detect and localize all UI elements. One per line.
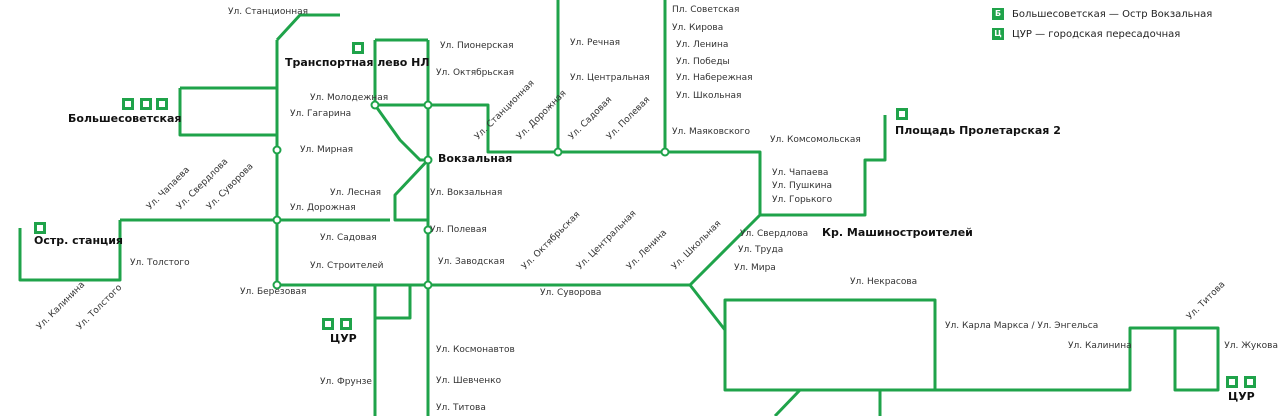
stop-label[interactable]: Ул. Шевченко — [436, 376, 502, 386]
line-badge-icon — [143, 101, 149, 107]
stop-label[interactable]: Ул. Победы — [676, 57, 730, 67]
line-badge-icon — [125, 101, 131, 107]
stop-label[interactable]: Ул. Гагарина — [290, 109, 351, 119]
line-badge-icon — [899, 111, 905, 117]
route-line — [375, 285, 412, 320]
transfer-node[interactable] — [272, 145, 282, 155]
stop-label[interactable]: Ул. Молодежная — [310, 93, 388, 103]
line-badge-icon: Б — [992, 8, 1004, 20]
line-badge-icon — [343, 321, 349, 327]
line-badge-icon — [37, 225, 43, 231]
station-label[interactable]: Транспортная лево НЛ — [285, 56, 429, 69]
stop-label[interactable]: Ул. Жукова — [1224, 341, 1278, 351]
station-label[interactable]: Большесоветская — [68, 112, 181, 125]
route-line — [393, 158, 430, 222]
transfer-node[interactable] — [272, 215, 282, 225]
stop-label[interactable]: Ул. Калинина — [1068, 341, 1132, 351]
stop-label[interactable]: Ул. Суворова — [540, 288, 601, 298]
stop-label[interactable]: Ул. Свердлова — [740, 229, 808, 239]
station-label[interactable]: Вокзальная — [438, 152, 512, 165]
line-badge-icon: Ц — [992, 28, 1004, 40]
stop-label[interactable]: Ул. Кирова — [672, 23, 723, 33]
line-badge-icon — [325, 321, 331, 327]
transfer-node[interactable] — [423, 225, 433, 235]
route-line — [773, 388, 802, 416]
station-label[interactable]: Остр. станция — [34, 234, 123, 247]
station-label[interactable]: ЦУР — [330, 332, 357, 345]
line-badge-icon — [159, 101, 165, 107]
stop-label[interactable]: Пл. Советская — [672, 5, 739, 15]
transfer-node[interactable] — [272, 280, 282, 290]
stop-label[interactable]: Ул. Полевая — [430, 225, 487, 235]
stop-label[interactable]: Ул. Труда — [738, 245, 783, 255]
stop-label[interactable]: Ул. Карла Маркса / Ул. Энгельса — [945, 321, 1098, 331]
line-badge-icon — [355, 45, 361, 51]
legend-text: Большесоветская — Остр Вокзальная — [1012, 8, 1213, 20]
stop-label[interactable]: Ул. Комсомольская — [770, 135, 861, 145]
stop-label[interactable]: Ул. Свердлова — [175, 157, 230, 212]
stop-label[interactable]: Ул. Березовая — [240, 287, 306, 297]
transfer-node[interactable] — [423, 100, 433, 110]
stop-label[interactable]: Ул. Пушкина — [772, 181, 832, 191]
stop-label[interactable]: Ул. Фрунзе — [320, 377, 372, 387]
route-line — [688, 284, 937, 392]
station-label[interactable]: ЦУР — [1228, 390, 1255, 403]
stop-label[interactable]: Ул. Строителей — [310, 261, 384, 271]
route-line — [688, 213, 762, 287]
transfer-node[interactable] — [660, 147, 670, 157]
stop-label[interactable]: Ул. Чапаева — [772, 168, 828, 178]
stop-label[interactable]: Ул. Заводская — [438, 257, 505, 267]
stop-label[interactable]: Ул. Мирная — [300, 145, 353, 155]
stop-label[interactable]: Ул. Ленина — [676, 40, 728, 50]
stop-label[interactable]: Ул. Октябрьская — [520, 210, 582, 272]
stop-label[interactable]: Ул. Центральная — [570, 73, 650, 83]
stop-label[interactable]: Ул. Некрасова — [850, 277, 917, 287]
line-badge-icon — [1247, 379, 1253, 385]
stop-label[interactable]: Ул. Школьная — [670, 219, 723, 272]
transfer-node[interactable] — [423, 280, 433, 290]
stop-label[interactable]: Ул. Мира — [734, 263, 776, 273]
legend-item: Ц ЦУР — городская пересадочная — [992, 24, 1212, 44]
route-line — [428, 103, 762, 215]
transfer-node[interactable] — [423, 155, 433, 165]
stop-label[interactable]: Ул. Станционная — [228, 7, 308, 17]
stop-label[interactable]: Ул. Пионерская — [440, 41, 514, 51]
stop-label[interactable]: Ул. Набережная — [676, 73, 753, 83]
legend: Б Большесоветская — Остр Вокзальная Ц ЦУР … — [992, 4, 1212, 44]
route-line — [373, 104, 428, 162]
stop-label[interactable]: Ул. Школьная — [676, 91, 741, 101]
stop-label[interactable]: Ул. Лесная — [330, 188, 381, 198]
stop-label[interactable]: Ул. Дорожная — [290, 203, 356, 213]
stop-label[interactable]: Ул. Вокзальная — [430, 188, 502, 198]
route-line — [935, 326, 1220, 392]
transfer-node[interactable] — [553, 147, 563, 157]
stop-label[interactable]: Ул. Титова — [436, 403, 486, 413]
legend-text: ЦУР — городская пересадочная — [1012, 28, 1181, 40]
legend-item: Б Большесоветская — Остр Вокзальная — [992, 4, 1212, 24]
route-line — [760, 115, 887, 217]
stop-label[interactable]: Ул. Речная — [570, 38, 620, 48]
stop-label[interactable]: Ул. Садовая — [320, 233, 377, 243]
stop-label[interactable]: Ул. Маяковского — [672, 127, 751, 137]
station-label[interactable]: Кр. Машиностроителей — [822, 226, 973, 239]
transfer-node[interactable] — [370, 100, 380, 110]
route-line — [18, 220, 122, 282]
route-line — [275, 13, 340, 42]
stop-label[interactable]: Ул. Толстого — [130, 258, 190, 268]
route-line — [178, 88, 277, 137]
stop-label[interactable]: Ул. Титова — [1185, 280, 1227, 322]
station-label[interactable]: Площадь Пролетарская 2 — [895, 124, 1061, 137]
stop-label[interactable]: Ул. Октябрьская — [436, 68, 514, 78]
stop-label[interactable]: Ул. Горького — [772, 195, 833, 205]
line-badge-icon — [1229, 379, 1235, 385]
stop-label[interactable]: Ул. Космонавтов — [436, 345, 515, 355]
stop-label[interactable]: Ул. Ленина — [625, 228, 669, 272]
